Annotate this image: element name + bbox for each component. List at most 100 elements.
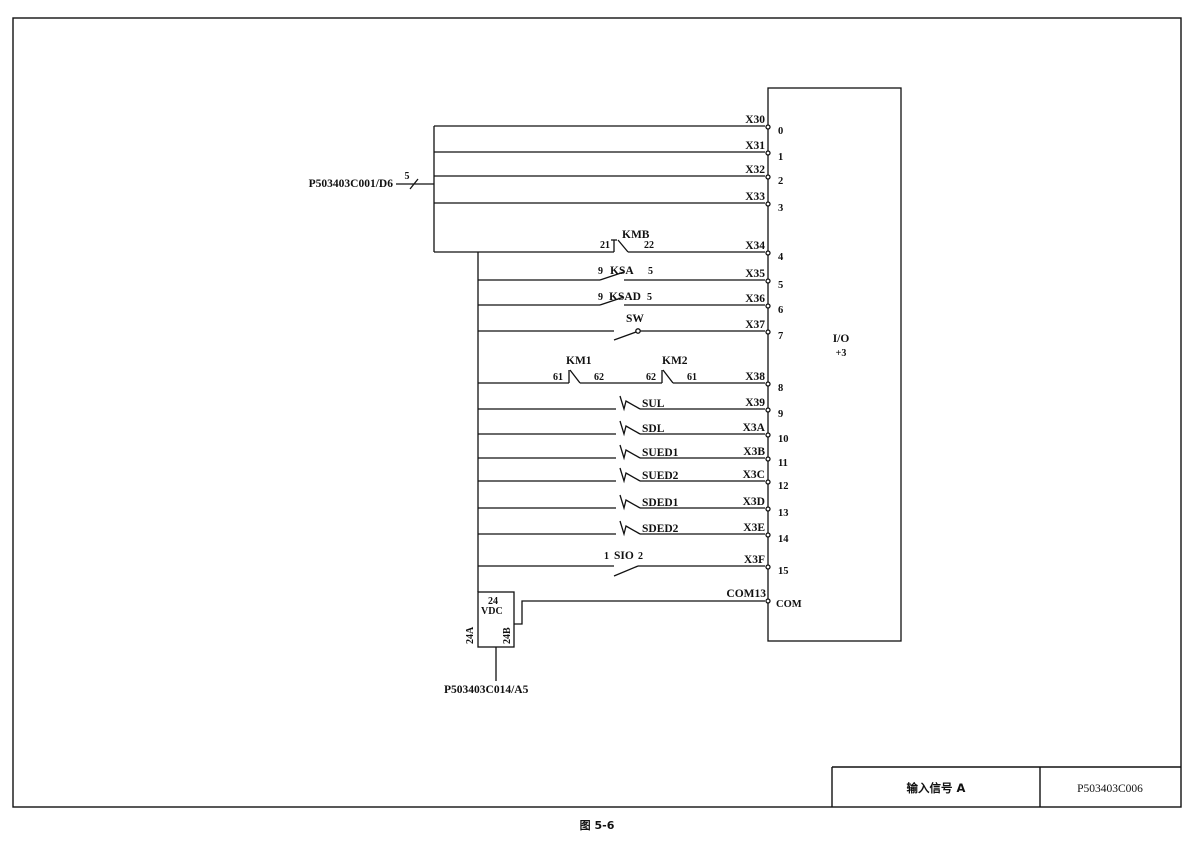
contact-sio-t1: 1: [604, 551, 609, 562]
terminal-label: X3C: [743, 469, 765, 481]
contact-km1-t1: 61: [553, 372, 563, 383]
terminal-point: [765, 150, 771, 156]
limit-switch-sul-label: SUL: [642, 398, 665, 410]
terminal-pin-number: 7: [778, 331, 783, 342]
contact-ksa-label: KSA: [610, 265, 634, 277]
limit-switch-sued1-label: SUED1: [642, 447, 679, 459]
limit-switch-sdl-label: SDL: [642, 423, 665, 435]
terminal-pin-number: 3: [778, 203, 783, 214]
contact-ksad-t2: 5: [647, 292, 652, 303]
terminal-label: X38: [745, 371, 765, 383]
terminal-label: X3A: [743, 422, 766, 434]
terminal-pin-number: 1: [778, 152, 783, 163]
terminal-point: [765, 278, 771, 284]
terminal-pin-number: 14: [778, 534, 789, 545]
contact-ksa: 9 KSA 5: [478, 265, 765, 281]
terminal-label: X35: [745, 268, 765, 280]
power-terminal-24a: 24A: [465, 626, 476, 644]
switch-sw: SW: [478, 313, 765, 341]
terminal-point: [765, 250, 771, 256]
terminal-point: [765, 329, 771, 335]
power-v-top: 24: [488, 596, 498, 607]
bus-reference: P503403C001/D6: [309, 178, 394, 190]
terminal-label: X39: [745, 397, 765, 409]
terminal-pin-number: 6: [778, 305, 783, 316]
terminal-point: [765, 506, 771, 512]
terminal-point: [765, 456, 771, 462]
power-terminal-24b: 24B: [502, 627, 513, 644]
terminal-point: [765, 532, 771, 538]
power-v-mid: VDC: [481, 606, 503, 617]
contact-ksad-t1: 9: [598, 292, 603, 303]
terminal-label: X33: [745, 191, 765, 203]
terminal-label: X34: [745, 240, 765, 252]
contact-ksad: 9 KSAD 5: [478, 291, 765, 306]
terminal-point: [765, 381, 771, 387]
contact-km2-label: KM2: [662, 355, 688, 367]
terminal-label: X3B: [743, 446, 765, 458]
contacts-km1-km2: KM1 61 62 KM2 62 61: [478, 355, 765, 384]
contact-kmb-t2: 22: [644, 240, 654, 251]
terminal-pin-number: 8: [778, 383, 783, 394]
terminal-label: X30: [745, 114, 765, 126]
limit-switch-sded2-label: SDED2: [642, 523, 679, 535]
contact-ksad-label: KSAD: [609, 291, 641, 303]
limit-switch-sdl: SDL: [478, 420, 765, 437]
terminal-pin-number: 13: [778, 508, 789, 519]
contact-kmb-t1: 21: [600, 240, 610, 251]
power-reference: P503403C014/A5: [444, 684, 529, 696]
contact-ksa-t2: 5: [648, 266, 653, 277]
drawing-frame: [12, 17, 1182, 808]
limit-switch-sued2-label: SUED2: [642, 470, 679, 482]
contact-kmb: KMB 21 22: [434, 229, 765, 253]
limit-switch-sued2: SUED2: [478, 467, 765, 484]
figure-caption: 图 5-6: [579, 819, 615, 832]
terminal-pin-number: 4: [778, 252, 784, 263]
bus-wire-count: 5: [405, 171, 410, 182]
contact-sio: 1 SIO 2: [478, 550, 765, 577]
terminal-pin-number: 5: [778, 280, 783, 291]
power-supply-24vdc: 24 VDC 24A 24B P503403C014/A5 COM13 COM: [444, 588, 802, 696]
terminal-point: [765, 303, 771, 309]
limit-switch-sued1: SUED1: [478, 444, 765, 461]
contact-km2-t4: 61: [687, 372, 697, 383]
com-pin-label: COM: [776, 599, 802, 610]
contact-ksa-t1: 9: [598, 266, 603, 277]
terminal-point: [765, 407, 771, 413]
terminal-pin-number: 15: [778, 566, 789, 577]
limit-switch-sded1: SDED1: [478, 494, 765, 511]
terminal-point: [765, 174, 771, 180]
terminal-pin-number: 11: [778, 458, 788, 469]
bus-connection: P503403C001/D6 5: [309, 125, 765, 252]
io-module-sub: +3: [836, 348, 847, 359]
terminal-point: [765, 124, 771, 130]
io-module: I/O +3: [767, 87, 902, 642]
contact-kmb-label: KMB: [622, 229, 650, 241]
limit-switch-sded1-label: SDED1: [642, 497, 679, 509]
terminal-pin-number: 9: [778, 409, 783, 420]
terminal-point: [765, 201, 771, 207]
terminal-label: X3D: [743, 496, 765, 508]
contact-km1-label: KM1: [566, 355, 592, 367]
terminal-pin-number: 2: [778, 176, 783, 187]
title-block-title: 输入信号 A: [907, 781, 966, 795]
com13-label: COM13: [726, 588, 766, 600]
contact-km2-t3: 62: [646, 372, 656, 383]
terminal-pin-number: 10: [778, 434, 789, 445]
terminal-pin-number: 0: [778, 126, 783, 137]
io-module-name: I/O: [833, 333, 850, 345]
switch-sw-label: SW: [626, 313, 644, 325]
terminal-label: X36: [745, 293, 765, 305]
title-block-drawing-number: P503403C006: [1077, 783, 1143, 795]
terminal-label: X3E: [743, 522, 765, 534]
terminal-label: X32: [745, 164, 765, 176]
terminal-label: X31: [745, 140, 765, 152]
limit-switch-sul: SUL: [478, 395, 765, 412]
terminal-point: [765, 479, 771, 485]
terminal-point: [765, 432, 771, 438]
terminal-point: [765, 564, 771, 570]
title-block: 输入信号 A P503403C006: [831, 766, 1181, 807]
terminal-label: X37: [745, 319, 765, 331]
